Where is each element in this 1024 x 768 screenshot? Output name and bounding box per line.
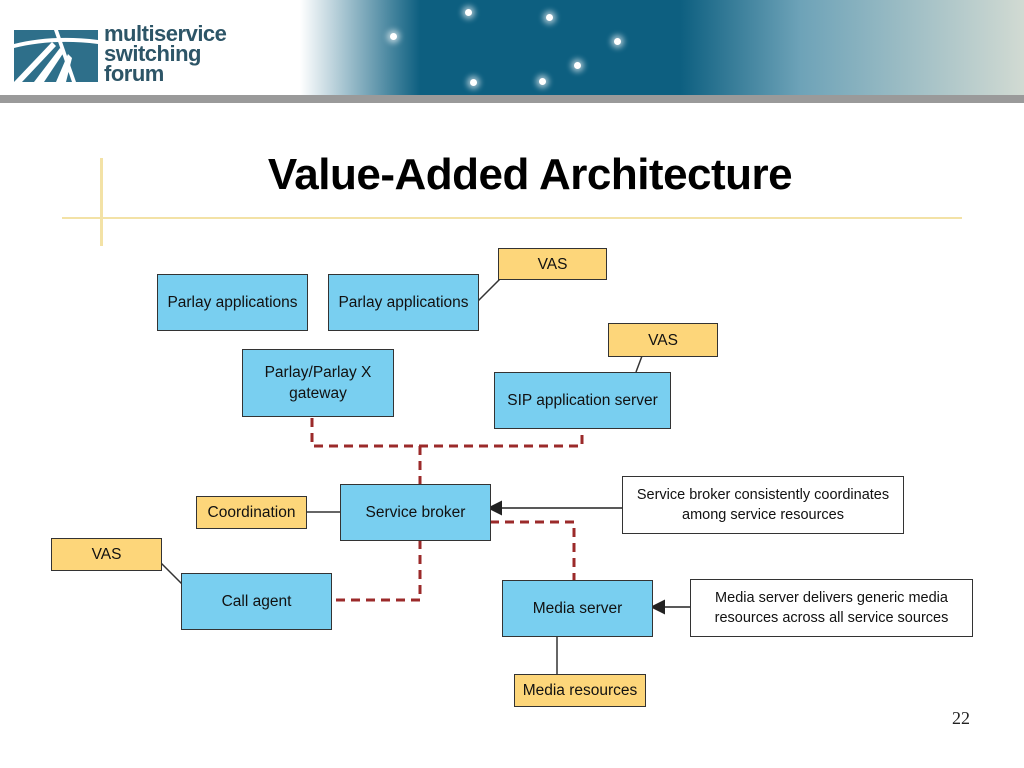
media-server-box: Media server bbox=[502, 580, 653, 637]
logo-line-3: forum bbox=[104, 61, 164, 86]
service-broker-note: Service broker consistently coordinates … bbox=[622, 476, 904, 534]
logo-line-1: multiservice bbox=[104, 21, 227, 46]
header-divider bbox=[0, 95, 1024, 103]
title-rule-horizontal bbox=[62, 217, 962, 219]
media-server-note: Media server delivers generic media reso… bbox=[690, 579, 973, 637]
vas-call-connector bbox=[159, 561, 183, 585]
globe-image bbox=[680, 0, 1024, 96]
broker-callagent-dashed-link bbox=[332, 540, 422, 602]
vas-label-top: VAS bbox=[498, 248, 607, 280]
logo-wordmark: multiservice switching forum bbox=[104, 21, 227, 86]
parlay-applications-box-2: Parlay applications bbox=[328, 274, 479, 331]
media-resources-label: Media resources bbox=[514, 674, 646, 707]
parlay-gateway-box: Parlay/Parlay X gateway bbox=[242, 349, 394, 417]
slide-title: Value-Added Architecture bbox=[267, 150, 793, 199]
broker-media-dashed-link bbox=[490, 520, 576, 580]
star-dot bbox=[614, 38, 621, 45]
page-number: 22 bbox=[952, 708, 970, 728]
star-dot bbox=[546, 14, 553, 21]
star-dot bbox=[470, 79, 477, 86]
call-agent-box: Call agent bbox=[181, 573, 332, 630]
star-dot bbox=[539, 78, 546, 85]
title-rule-vertical bbox=[100, 158, 103, 246]
service-broker-box: Service broker bbox=[340, 484, 491, 541]
parlay-applications-box-1: Parlay applications bbox=[157, 274, 308, 331]
vas-label-sip: VAS bbox=[608, 323, 718, 357]
header-banner: multiservice switching forum bbox=[0, 0, 1024, 96]
logo-line-2: switching bbox=[104, 41, 201, 66]
coordination-label: Coordination bbox=[196, 496, 307, 529]
star-dot bbox=[465, 9, 472, 16]
msf-logo-icon bbox=[14, 30, 98, 82]
star-dot bbox=[390, 33, 397, 40]
vas-sip-connector bbox=[635, 355, 643, 373]
star-dot bbox=[574, 62, 581, 69]
vas-top-connector bbox=[477, 278, 501, 302]
banner-fade bbox=[300, 0, 420, 96]
vas-label-call: VAS bbox=[51, 538, 162, 571]
gateway-sip-dashed-link bbox=[310, 418, 584, 448]
sip-application-server-box: SIP application server bbox=[494, 372, 671, 429]
